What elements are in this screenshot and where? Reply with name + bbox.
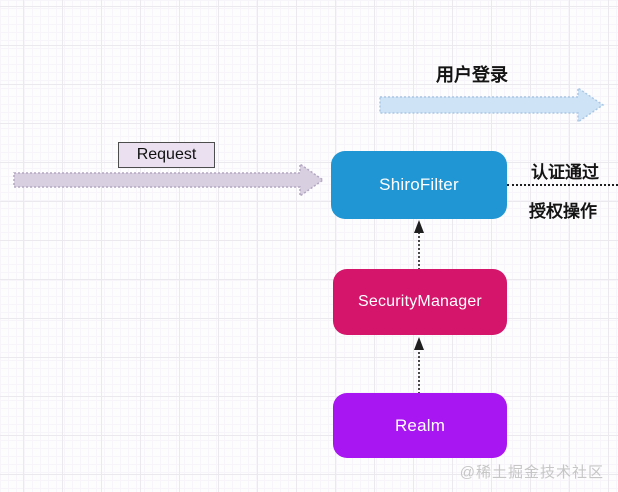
realm-to-securitymanager-arrow (414, 337, 424, 394)
securitymanager-to-shirofilter-arrow (414, 220, 424, 270)
user-login-caption: 用户登录 (436, 65, 508, 85)
auth-pass-annotation: 认证通过 (531, 163, 599, 182)
node-shirofilter: ShiroFilter (331, 151, 507, 219)
authz-op-annotation: 授权操作 (529, 202, 597, 221)
request-arrow (13, 163, 325, 197)
watermark-text: @稀土掘金技术社区 (459, 464, 604, 481)
shirofilter-output-line (507, 184, 618, 186)
user-login-arrow (379, 86, 605, 124)
request-label: Request (118, 142, 215, 168)
node-securitymanager: SecurityManager (333, 269, 507, 335)
node-realm: Realm (333, 393, 507, 458)
